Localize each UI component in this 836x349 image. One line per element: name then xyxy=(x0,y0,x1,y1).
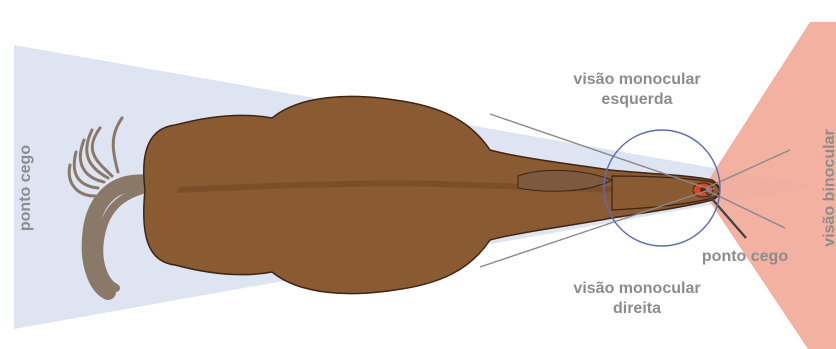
label-monocular-left: visão monocular esquerda xyxy=(552,70,722,110)
label-monocular-left-line1: visão monocular xyxy=(552,70,722,90)
label-monocular-right: visão monocular direita xyxy=(552,279,722,319)
horse-body xyxy=(144,96,720,293)
label-monocular-left-line2: esquerda xyxy=(552,90,722,110)
label-monocular-right-line1: visão monocular xyxy=(552,279,722,299)
label-blind-spot-rear: ponto cego xyxy=(16,138,36,238)
label-blind-spot-front: ponto cego xyxy=(690,247,800,267)
label-binocular: visão binocular xyxy=(820,118,836,258)
label-monocular-right-line2: direita xyxy=(552,299,722,319)
binocular-field-area xyxy=(702,22,836,349)
